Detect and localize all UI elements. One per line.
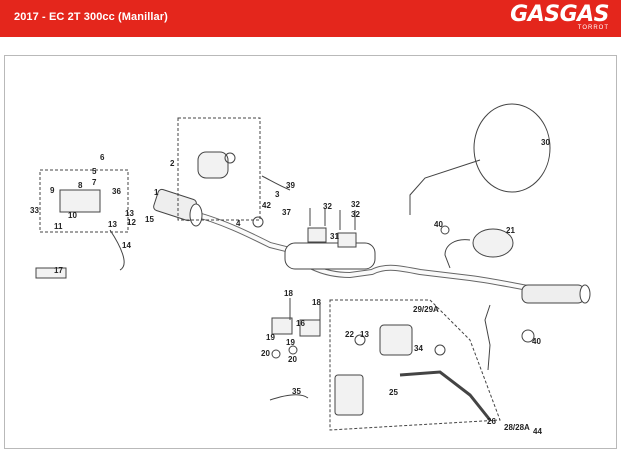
callout-label: 28/28A [504,423,530,432]
callout-label: 20 [261,349,270,358]
callout-label: 32 [351,200,360,209]
callout-label: 3 [275,190,280,199]
callout-label: 44 [533,427,542,436]
callout-label: 32 [323,202,332,211]
brand-name: GASGAS [510,2,609,27]
callout-label: 9 [50,186,55,195]
callout-label: 16 [296,319,305,328]
callout-label: 6 [100,153,105,162]
callout-label: 33 [30,206,39,215]
callout-label: 18 [312,298,321,307]
callout-label: 12 [127,218,136,227]
callout-label: 19 [266,333,275,342]
brand-subtitle: TORROT [577,25,609,31]
callout-label: 20 [288,355,297,364]
page-header: 2017 - EC 2T 300cc (Manillar) GASGAS TOR… [0,0,621,37]
callout-label: 34 [414,344,423,353]
callout-label: 31 [330,232,339,241]
callout-label: 22 [345,330,354,339]
callout-label: 21 [506,226,515,235]
callout-label: 7 [92,178,97,187]
callout-label: 37 [282,208,291,217]
brand-logo: GASGAS TORROT [510,2,609,32]
callout-label: 29/29A [413,305,439,314]
callout-label: 5 [92,167,97,176]
callout-label: 2 [170,159,175,168]
callout-label: 40 [532,337,541,346]
callout-label: 8 [78,181,83,190]
diagram-frame [4,55,617,449]
callout-label: 25 [389,388,398,397]
page-title: 2017 - EC 2T 300cc (Manillar) [14,11,168,23]
callout-label: 1 [154,188,159,197]
callout-label: 40 [434,220,443,229]
callout-label: 15 [145,215,154,224]
callout-label: 18 [284,289,293,298]
callout-label: 11 [54,222,63,231]
callout-label: 30 [541,138,550,147]
callout-label: 42 [262,201,271,210]
callout-label: 35 [292,387,301,396]
callout-label: 10 [68,211,77,220]
callout-label: 19 [286,338,295,347]
callout-label: 17 [54,266,63,275]
callout-label: 14 [122,241,131,250]
callout-label: 39 [286,181,295,190]
callout-label: 13 [108,220,117,229]
callout-label: 13 [360,330,369,339]
callout-label: 32 [351,210,360,219]
callout-label: 4 [236,219,241,228]
callout-label: 26 [487,417,496,426]
callout-label: 36 [112,187,121,196]
callout-label: 13 [125,209,134,218]
